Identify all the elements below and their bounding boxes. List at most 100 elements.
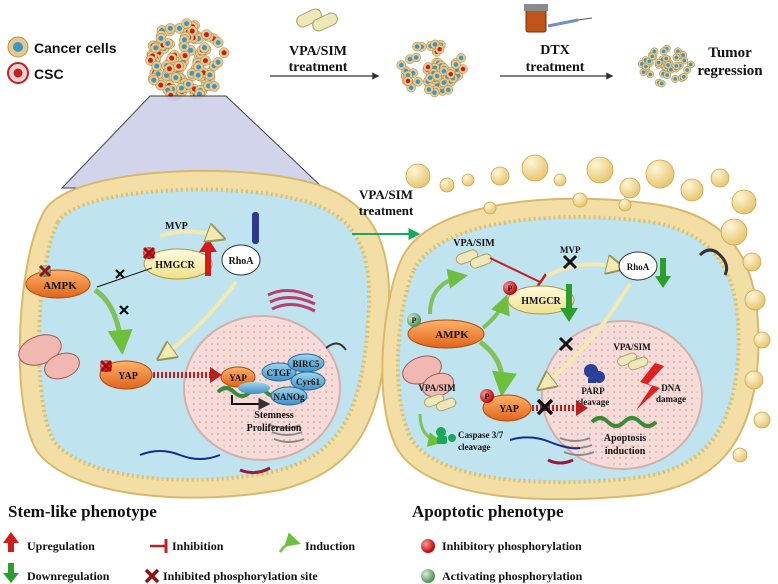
flow-result-line1: Tumor xyxy=(708,45,752,61)
vesicle-icon xyxy=(239,466,271,475)
right-pill-left-icon xyxy=(424,393,457,412)
legend-induction-icon xyxy=(278,532,301,553)
right-rhoa-downregulation-icon xyxy=(655,258,671,288)
tumor-final-icon xyxy=(637,44,695,88)
legend-downregulation: Downregulation xyxy=(27,569,110,583)
right-caspase-line1: Caspase 3/7 xyxy=(458,430,504,440)
right-dna-helix xyxy=(590,416,658,428)
left-x-mark-1 xyxy=(115,269,125,279)
legend-cancer-cell-icon xyxy=(7,36,29,58)
er-icon xyxy=(269,424,305,443)
right-mvp-arrow xyxy=(546,264,622,278)
pill-icon xyxy=(296,8,338,32)
apoptotic-blebs xyxy=(405,154,771,463)
right-phenotype-label: Apoptotic phenotype xyxy=(412,502,564,521)
left-ctgf xyxy=(261,362,297,382)
right-nucleus-texture xyxy=(546,325,698,465)
right-mrna-strand xyxy=(509,436,581,450)
left-proliferation-label: Proliferation xyxy=(247,423,302,434)
right-pill-caspase-arrow xyxy=(418,413,443,447)
left-rhoa-anchor xyxy=(252,212,259,244)
right-pill-nucleus-icon xyxy=(617,352,649,371)
tumor-mid-icon xyxy=(396,39,468,98)
right-x-mark-yap xyxy=(536,398,554,416)
right-rhoa-yap-arrow xyxy=(540,282,632,388)
left-phenotype-label: Stem-like phenotype xyxy=(8,502,157,521)
legend-csc: CSC xyxy=(34,66,64,82)
right-vpasim-left: VPA/SIM xyxy=(418,383,456,393)
left-nucleus-coil xyxy=(325,342,347,351)
left-hmgcr-inhibited-site xyxy=(142,246,156,260)
middle-arrow-line2: treatment xyxy=(359,203,414,218)
flow-step1-line2: treatment xyxy=(289,60,348,75)
left-hmgcr-upregulation-icon xyxy=(199,238,217,276)
legend-activating-phos-icon xyxy=(421,569,435,583)
left-ampk xyxy=(25,269,91,299)
flow-result-line2: regression xyxy=(697,63,763,79)
left-rhoa-yap-arrow xyxy=(160,280,238,358)
golgi-icon xyxy=(267,289,316,313)
right-inhibition-line xyxy=(489,257,541,283)
right-translocation-arrowhead xyxy=(576,400,588,416)
right-hmgcr-phos-label: P xyxy=(508,284,513,293)
left-nucleus-yap-label: YAP xyxy=(229,373,247,383)
legend-inhibitory-phos-icon xyxy=(421,539,435,553)
right-vpasim-top: VPA/SIM xyxy=(453,238,495,249)
left-tead xyxy=(238,382,270,394)
right-yap-phos-label: P xyxy=(485,392,490,401)
left-x-mark-2 xyxy=(119,305,129,315)
legend-inhibition: Inhibition xyxy=(172,539,224,553)
legend-cancer-cells: Cancer cells xyxy=(34,40,117,56)
right-apoptosis-line2: induction xyxy=(605,446,646,457)
left-nucleus-yap xyxy=(220,366,256,388)
right-ampk xyxy=(407,319,485,349)
left-ampk-label: AMPK xyxy=(43,280,77,292)
parp-icon xyxy=(584,364,605,383)
left-ampk-hmgcr-link xyxy=(96,267,153,288)
dna-damage-lightning-icon xyxy=(636,363,664,410)
right-mitochondria-icon xyxy=(402,355,454,398)
left-hmgcr-label: HMGCR xyxy=(155,260,195,271)
left-nanog xyxy=(270,386,308,406)
legend-inhibited-site: Inhibited phosphorylation site xyxy=(163,569,318,583)
legend-upregulation: Upregulation xyxy=(27,539,95,553)
legend-inhibited-site-icon xyxy=(144,568,160,584)
right-yap-label: YAP xyxy=(499,404,519,415)
right-pill-ampk-arrow xyxy=(428,268,468,315)
right-parp-line1: PARP xyxy=(581,386,605,396)
right-vpasim-nucleus: VPA/SIM xyxy=(613,342,651,352)
left-rhoa xyxy=(221,244,261,276)
left-mvp-label: MVP xyxy=(165,221,188,232)
right-pill-top-icon xyxy=(455,249,493,269)
legend-inhibition-icon xyxy=(150,539,168,553)
tumor-initial-icon xyxy=(145,18,230,102)
left-translocation-arrowhead xyxy=(210,367,222,383)
right-caspase-line2: cleavage xyxy=(458,442,490,452)
flow-step1-line1: VPA/SIM xyxy=(289,44,347,59)
caspase-icon xyxy=(436,427,456,444)
right-dna-line1: DNA xyxy=(661,383,681,393)
right-rhoa-label: RhoA xyxy=(627,262,650,272)
right-yap-phos xyxy=(480,389,494,403)
right-hmgcr-label: HMGCR xyxy=(521,296,561,307)
right-x-mark-mvp xyxy=(562,254,578,270)
left-rhoa-label: RhoA xyxy=(228,256,254,267)
legend-upregulation-icon xyxy=(3,532,19,552)
right-hmgcr-phos xyxy=(503,281,517,295)
right-ampk-hmgcr-arrow xyxy=(481,294,510,330)
legend-activating-phos: Activating phosphorylation xyxy=(442,569,583,583)
right-ampk-phos-label: P xyxy=(412,316,417,325)
right-yap xyxy=(482,394,532,422)
right-mvp-label: MVP xyxy=(560,245,581,255)
left-yap-label: YAP xyxy=(118,371,138,382)
left-ctgf-label: CTGF xyxy=(266,368,292,378)
right-x-mark-rhoa xyxy=(558,336,574,352)
right-ampk-phos xyxy=(407,313,421,327)
flow-step2-line1: DTX xyxy=(540,43,570,58)
right-ampk-yap-arrow xyxy=(478,339,517,397)
mrna-strand xyxy=(139,450,221,460)
left-cell xyxy=(18,169,391,499)
drug-vial-icon xyxy=(524,4,593,33)
left-cyr61 xyxy=(290,371,326,391)
